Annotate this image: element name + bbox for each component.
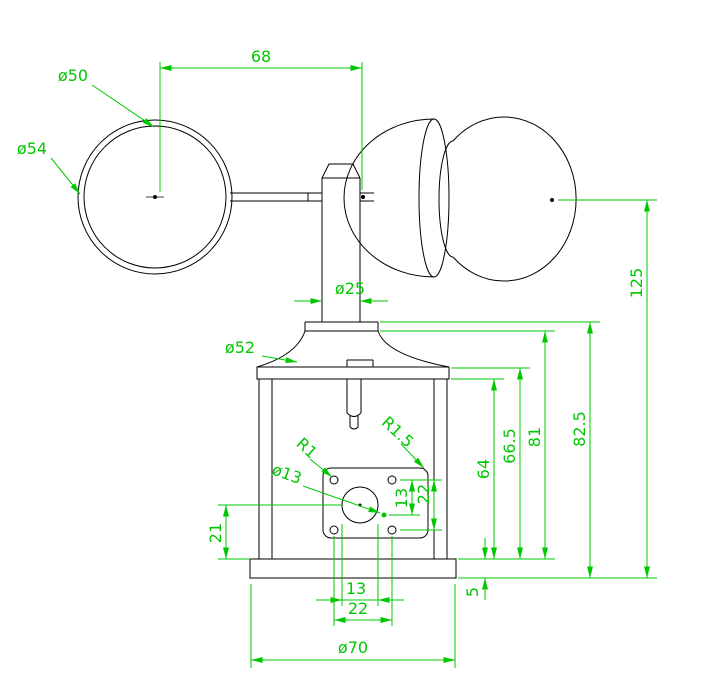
dim-5: 5 [463, 538, 488, 600]
dim-dia50-label: ø50 [58, 66, 88, 85]
dim-22-vertical: 22 [414, 480, 437, 530]
dim-13-vertical: 13 [392, 480, 415, 515]
right-cup-center-mark [550, 198, 554, 202]
dim-dia50: ø50 [58, 66, 155, 128]
dim-81-label: 81 [525, 427, 544, 447]
dim-22h-label: 22 [348, 599, 368, 618]
dim-r1-5: R1.5 [378, 413, 425, 469]
dim-dia52: ø52 [225, 338, 298, 364]
bottom-flange [249, 558, 457, 579]
right-extension-lines [380, 199, 657, 579]
dim-64-label: 64 [474, 459, 493, 479]
dim-r1-label: R1 [292, 434, 321, 462]
dim-64: 64 [474, 379, 497, 559]
hub-center-mark [361, 195, 365, 199]
support-arm [230, 192, 374, 202]
dimensions: 68 ø50 ø54 ø25 ø52 [17, 47, 657, 668]
dim-21-label: 21 [206, 523, 225, 543]
dim-dia25: ø25 [294, 279, 388, 304]
right-cup [438, 116, 577, 282]
dim-dia54: ø54 [17, 139, 81, 195]
dim-66-5: 66.5 [500, 368, 523, 559]
collar-and-bell [256, 321, 450, 368]
dim-dia52-label: ø52 [225, 338, 255, 357]
dim-22-horizontal: 22 [333, 536, 393, 626]
dim-82-5-label: 82.5 [570, 411, 589, 447]
hub-shaft [321, 163, 365, 322]
dim-dia25-label: ø25 [335, 279, 365, 298]
dim-5-label: 5 [463, 587, 482, 597]
inner-connector [346, 379, 362, 430]
dim-68-label: 68 [251, 47, 271, 66]
corner-hole [387, 525, 397, 535]
corner-hole [329, 475, 339, 485]
dim-81: 81 [525, 331, 548, 559]
dim-dia70: ø70 [250, 584, 456, 668]
dim-dia13-label: ø13 [269, 460, 304, 488]
left-cup [77, 119, 233, 275]
dim-13-horizontal: 13 [316, 524, 404, 606]
dim-dia54-label: ø54 [17, 139, 47, 158]
corner-hole [329, 525, 339, 535]
leader-end-dot [381, 512, 387, 518]
dim-125-label: 125 [627, 268, 646, 299]
dim-68: 68 [159, 47, 363, 192]
dim-66-5-label: 66.5 [500, 428, 519, 464]
dim-82-5: 82.5 [570, 322, 593, 578]
corner-hole [387, 475, 397, 485]
dim-22v-label: 22 [414, 484, 433, 504]
dim-125: 125 [627, 200, 650, 578]
dim-21: 21 [206, 504, 342, 560]
dim-r1-5-label: R1.5 [378, 413, 418, 452]
dim-dia70-label: ø70 [338, 638, 368, 657]
dim-13h-label: 13 [346, 579, 366, 598]
base-top-plate [256, 359, 450, 380]
mounting-plate [322, 467, 429, 539]
dim-13v-label: 13 [392, 488, 411, 508]
middle-cup [343, 118, 450, 278]
